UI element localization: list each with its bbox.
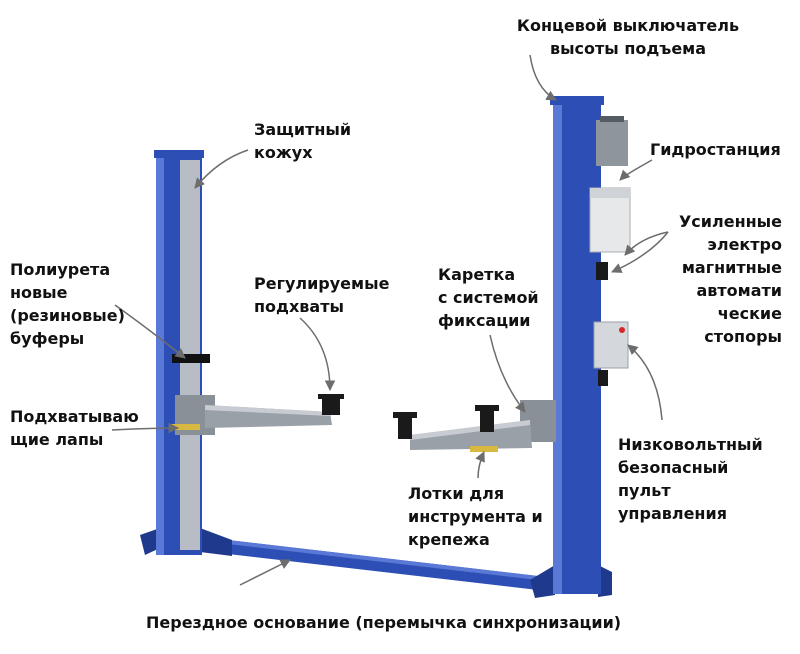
- label-carriage: Каретка с системой фиксации: [438, 265, 539, 330]
- label-control-panel: Низковольтный безопасный пульт управлени…: [618, 435, 763, 523]
- left-column: [140, 150, 232, 556]
- arrow-magnetic-stoppers: [624, 231, 669, 256]
- label-hydraulic-station: Гидростанция: [650, 140, 781, 159]
- arrow-buffers: [114, 304, 186, 359]
- label-limit-switch: Концевой выключатель высоты подъема: [516, 16, 740, 58]
- arrow-carriage: [489, 334, 526, 413]
- arrow-adjustable-pads: [299, 317, 336, 392]
- right-lifting-arm: [393, 405, 532, 452]
- label-protective-cover: Защитный кожух: [254, 120, 352, 162]
- label-polyurethane-buffers: Полиурета новые (резиновые) буферы: [10, 260, 125, 348]
- label-magnetic-stoppers: Усиленные электро магнитные автомати чес…: [678, 212, 782, 346]
- hydraulic-station: [589, 116, 631, 280]
- left-lifting-arm: [170, 394, 344, 430]
- arrow-lifting-arms: [111, 422, 180, 434]
- arrow-magnetic-stoppers-2: [611, 231, 669, 273]
- label-tool-trays: Лотки для инструмента и крепежа: [408, 484, 543, 549]
- label-lifting-arms: Подхватываю щие лапы: [10, 407, 139, 449]
- arrow-limit-switch: [529, 54, 557, 101]
- pointer-arrows: [111, 54, 669, 586]
- arrow-protective-cover: [194, 149, 249, 189]
- base-crossbar: [185, 535, 555, 592]
- label-adjustable-pads: Регулируемые подхваты: [254, 274, 390, 316]
- control-panel-box: [593, 321, 629, 386]
- arrow-tool-trays: [475, 451, 485, 479]
- label-base: Перездное основание (перемычка синхрониз…: [146, 613, 622, 632]
- arrow-base: [239, 559, 291, 586]
- right-column: [530, 96, 612, 598]
- arrow-hydraulic-station: [619, 159, 653, 181]
- arrow-control-panel: [627, 344, 663, 421]
